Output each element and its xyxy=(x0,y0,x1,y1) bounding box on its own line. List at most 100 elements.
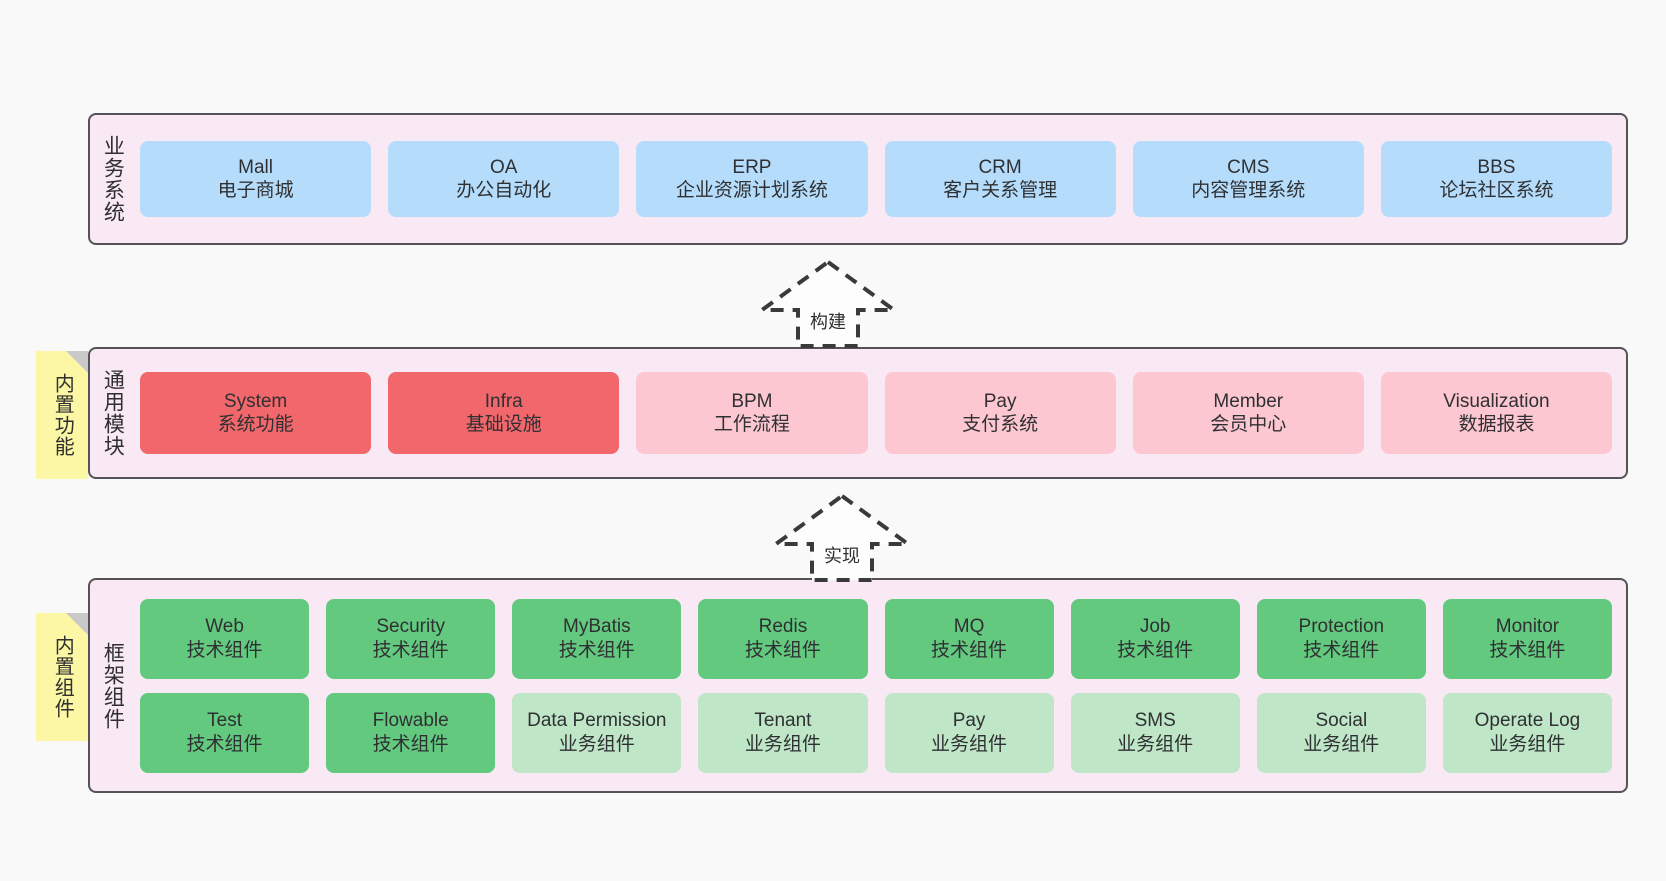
card-name: Operate Log xyxy=(1474,710,1581,732)
card-desc: 工作流程 xyxy=(713,414,790,435)
card-name: SMS xyxy=(1134,710,1176,732)
card-name: Protection xyxy=(1298,616,1385,638)
card-name: Monitor xyxy=(1495,616,1560,638)
builtin-function-note-label: 内置功能 xyxy=(51,373,74,457)
card-name: OA xyxy=(490,156,518,178)
card-name: Mall xyxy=(238,156,273,178)
builtin-function-note: 内置功能 xyxy=(36,351,88,479)
note-fold-corner-icon xyxy=(66,351,88,373)
card-desc: 业务组件 xyxy=(558,733,635,755)
card-desc: 技术组件 xyxy=(186,639,263,661)
card-desc: 企业资源计划系统 xyxy=(675,180,828,201)
build-arrow-label: 构建 xyxy=(810,312,846,332)
card-desc: 技术组件 xyxy=(744,639,821,661)
card-desc: 业务组件 xyxy=(1489,733,1566,755)
card-name: Pay xyxy=(952,710,986,732)
card-desc: 办公自动化 xyxy=(456,180,552,201)
card-name: Test xyxy=(207,710,242,732)
card-name: BBS xyxy=(1477,156,1516,178)
business-system-layer-title: 业务系统 xyxy=(101,135,125,223)
card-desc: 技术组件 xyxy=(1303,639,1380,661)
card-desc: 内容管理系统 xyxy=(1191,180,1306,201)
card-name: Flowable xyxy=(372,710,449,732)
card-desc: 基础设施 xyxy=(465,414,542,435)
card-name: CRM xyxy=(978,156,1022,178)
card-desc: 业务组件 xyxy=(1303,733,1380,755)
card-desc: 电子商城 xyxy=(217,180,294,201)
card-desc: 客户关系管理 xyxy=(943,180,1058,201)
card-desc: 技术组件 xyxy=(1117,639,1194,661)
card-name: Job xyxy=(1139,616,1171,638)
card-desc: 技术组件 xyxy=(931,639,1008,661)
card-name: System xyxy=(223,390,288,412)
implement-arrow-shape xyxy=(769,493,915,582)
card-desc: 技术组件 xyxy=(558,639,635,661)
implement-arrow-label: 实现 xyxy=(824,546,860,566)
card-name: Redis xyxy=(758,616,808,638)
common-module-layer-title: 通用模块 xyxy=(101,369,125,457)
build-arrow-shape xyxy=(755,259,901,348)
card-name: Member xyxy=(1213,390,1284,412)
card-name: Tenant xyxy=(754,710,812,732)
card-name: Pay xyxy=(983,390,1017,412)
card-name: MyBatis xyxy=(563,616,631,638)
card-desc: 系统功能 xyxy=(217,414,294,435)
card-name: CMS xyxy=(1227,156,1270,178)
card-desc: 技术组件 xyxy=(1489,639,1566,661)
framework-component-layer-title: 框架组件 xyxy=(101,641,125,730)
card-name: Infra xyxy=(484,390,523,412)
note-fold-corner-icon xyxy=(66,613,88,635)
builtin-component-note: 内置组件 xyxy=(36,613,88,741)
card-name: Web xyxy=(205,616,244,638)
card-desc: 技术组件 xyxy=(372,733,449,755)
card-desc: 会员中心 xyxy=(1210,414,1287,435)
card-name: MQ xyxy=(953,616,985,638)
card-name: ERP xyxy=(732,156,772,178)
implement-generalization-arrow: 实现 xyxy=(769,492,915,584)
card-desc: 业务组件 xyxy=(1117,733,1194,755)
card-name: BPM xyxy=(731,390,773,412)
card-desc: 业务组件 xyxy=(744,733,821,755)
card-desc: 支付系统 xyxy=(962,414,1039,435)
card-desc: 技术组件 xyxy=(186,733,263,755)
